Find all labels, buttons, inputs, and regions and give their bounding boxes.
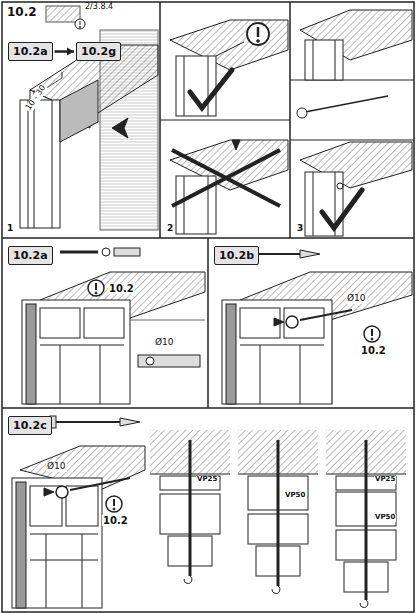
step-text: 10.2g	[81, 45, 116, 58]
step-text: 10.2a	[13, 45, 48, 58]
panel-number: 3	[296, 224, 304, 234]
step-box: 10.2g	[76, 42, 121, 61]
step-text: 10.2c	[13, 419, 47, 432]
part-label: VP25	[374, 476, 396, 484]
callout-number: 10.2	[360, 345, 387, 356]
callout-number: 10.2	[102, 515, 129, 526]
step-box: 10.2b	[214, 246, 259, 265]
step-box: 10.2a	[8, 42, 53, 61]
panel-number: 1	[6, 224, 14, 234]
part-label: VP50	[284, 492, 306, 500]
dimension: Ø10	[154, 338, 175, 348]
part-label: VP50	[374, 514, 396, 522]
step-box: 10.2c	[8, 416, 52, 435]
dimension: Ø10	[346, 294, 367, 304]
arrow-connector	[55, 48, 74, 56]
step-text: 10.2a	[13, 249, 48, 262]
step-box: 10.2a	[8, 246, 53, 265]
panel-number: 2	[166, 224, 174, 234]
part-label: VP25	[196, 476, 218, 484]
step-text: 10.2b	[219, 249, 254, 262]
dimension: Ø10	[46, 462, 67, 472]
callout-number: 10.2	[108, 283, 135, 294]
section-number: 10.2	[6, 6, 38, 19]
reference: 2/3.8.4	[84, 3, 114, 12]
